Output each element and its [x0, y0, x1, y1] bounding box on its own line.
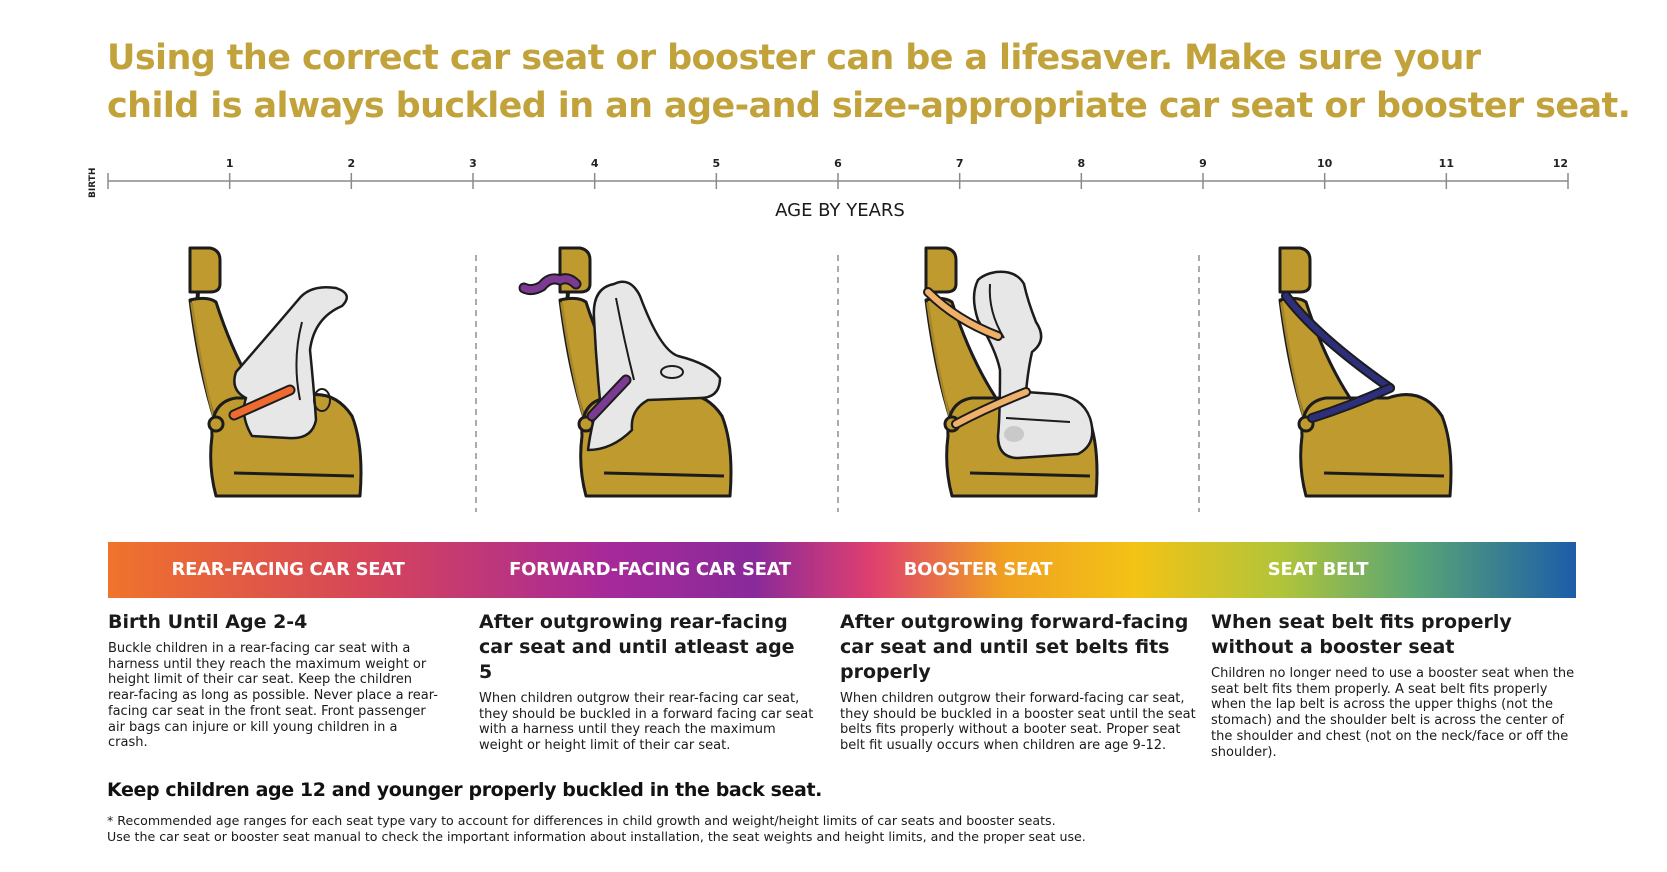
axis-tick-label: 3: [469, 157, 477, 170]
footnote-line-1: * Recommended age ranges for each seat t…: [107, 813, 1056, 828]
axis-tick-label: 10: [1317, 157, 1333, 170]
stage-bar: REAR-FACING CAR SEAT FORWARD-FACING CAR …: [108, 542, 1576, 598]
headline: Using the correct car seat or booster ca…: [107, 34, 1631, 130]
stage-dividers: [475, 255, 1200, 512]
stage-body: When children outgrow their rear-facing …: [479, 691, 814, 754]
stage-title: When seat belt fits properly without a b…: [1211, 611, 1512, 658]
stage-label-forward-facing: FORWARD-FACING CAR SEAT: [509, 559, 791, 580]
axis-tick-label: 8: [1078, 157, 1086, 170]
axis-tick-label: 6: [834, 157, 842, 170]
seat-belt-icon: [1278, 246, 1453, 498]
footnote: * Recommended age ranges for each seat t…: [107, 813, 1086, 845]
axis-tick-label: 2: [348, 157, 356, 170]
birth-label: BIRTH: [88, 168, 98, 198]
stage-title: After outgrowing rear-facing car seat an…: [479, 611, 795, 683]
forward-facing-seat-icon: [518, 246, 733, 498]
rear-facing-seat-icon: [188, 246, 363, 498]
headline-line-2: child is always buckled in an age-and si…: [107, 86, 1631, 126]
stage-column-booster: After outgrowing forward-facing car seat…: [840, 610, 1200, 754]
footnote-line-2: Use the car seat or booster seat manual …: [107, 829, 1086, 844]
stage-column-forward-facing: After outgrowing rear-facing car seat an…: [479, 610, 814, 754]
stage-column-seat-belt: When seat belt fits properly without a b…: [1211, 610, 1581, 760]
axis-tick-label: 1: [226, 157, 234, 170]
axis-tick-label: 7: [956, 157, 964, 170]
stage-label-booster: BOOSTER SEAT: [903, 559, 1053, 580]
axis-tick-label: 5: [713, 157, 721, 170]
headline-line-1: Using the correct car seat or booster ca…: [107, 38, 1481, 78]
axis-tick-label: 11: [1439, 157, 1454, 170]
stage-title: Birth Until Age 2-4: [108, 611, 308, 633]
stage-column-rear-facing: Birth Until Age 2-4 Buckle children in a…: [108, 610, 438, 751]
back-seat-reminder: Keep children age 12 and younger properl…: [107, 779, 822, 801]
stage-label-seat-belt: SEAT BELT: [1267, 559, 1369, 580]
axis-tick-label: 12: [1553, 157, 1568, 170]
stage-label-rear-facing: REAR-FACING CAR SEAT: [171, 559, 405, 580]
axis-tick-label: 4: [591, 157, 599, 170]
booster-seat-icon: [923, 246, 1099, 498]
stage-body: Buckle children in a rear-facing car sea…: [108, 641, 438, 751]
stage-body: Children no longer need to use a booster…: [1211, 666, 1575, 760]
stage-title: After outgrowing forward-facing car seat…: [840, 611, 1189, 683]
seat-illustrations: [188, 246, 1453, 512]
axis-title: AGE BY YEARS: [775, 200, 905, 221]
axis-tick-label: 9: [1199, 157, 1207, 170]
stage-body: When children outgrow their forward-faci…: [840, 691, 1196, 754]
